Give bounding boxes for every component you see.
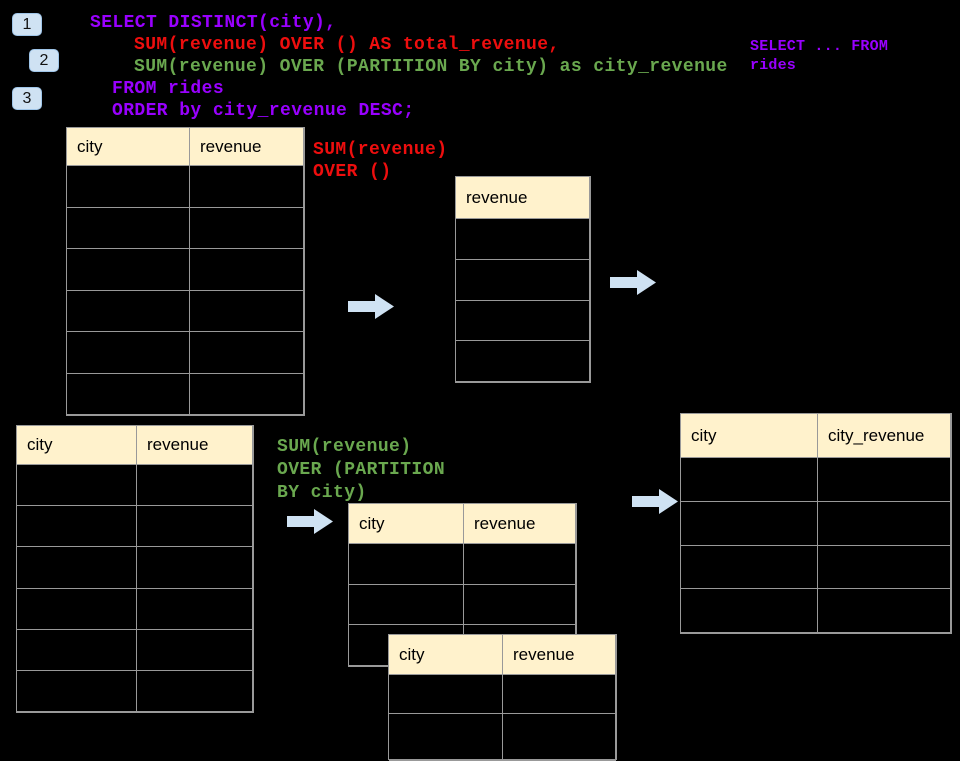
slide-canvas: { "badges": [ { "label": "1" }, { "label… (12, 13, 952, 761)
empty-cell (681, 545, 818, 590)
column-header-city: city (349, 504, 464, 544)
empty-cell (17, 506, 137, 548)
column-header-revenue: revenue (137, 426, 253, 465)
table-partition-step: city revenue (348, 503, 577, 667)
empty-cell (67, 373, 190, 415)
empty-cell (456, 259, 590, 301)
empty-cell (681, 501, 818, 546)
annotation-partition-line3: BY city) (277, 483, 367, 503)
empty-cell (818, 501, 951, 546)
empty-cell (818, 589, 951, 633)
empty-cell (349, 584, 464, 626)
empty-cell (67, 166, 190, 208)
empty-cell (137, 465, 253, 507)
code-line-select: SELECT DISTINCT(city), (90, 13, 337, 33)
code-line-total-revenue: SUM(revenue) OVER () AS total_revenue, (134, 35, 560, 55)
empty-cell (67, 332, 190, 374)
empty-cell (137, 629, 253, 671)
column-header-city: city (17, 426, 137, 465)
annotation-total-line2: OVER () (313, 162, 392, 182)
empty-cell (190, 166, 304, 208)
column-header-city: city (67, 128, 190, 166)
right-arrow-icon (287, 509, 333, 534)
annotation-partition-line2: OVER (PARTITION (277, 460, 446, 480)
empty-cell (137, 547, 253, 589)
side-note-select-from: SELECT ... FROM (750, 38, 889, 55)
empty-cell (67, 207, 190, 249)
empty-cell (137, 670, 253, 712)
empty-cell (137, 506, 253, 548)
column-header-revenue: revenue (464, 504, 576, 544)
empty-cell (818, 545, 951, 590)
empty-cell (818, 458, 951, 502)
annotation-partition-line1: SUM(revenue) (277, 437, 412, 457)
column-header-city-revenue: city_revenue (818, 414, 951, 458)
column-header-revenue: revenue (456, 177, 590, 219)
empty-cell (190, 332, 304, 374)
empty-cell (190, 373, 304, 415)
column-header-revenue: revenue (503, 635, 616, 675)
empty-cell (17, 670, 137, 712)
side-note-rides: rides (750, 57, 797, 74)
step-badge-3: 3 (12, 87, 42, 110)
column-header-revenue: revenue (190, 128, 304, 166)
empty-cell (17, 547, 137, 589)
empty-cell (464, 544, 576, 585)
column-header-city: city (389, 635, 503, 675)
empty-cell (349, 544, 464, 585)
right-arrow-icon (632, 489, 678, 514)
empty-cell (464, 584, 576, 626)
empty-cell (67, 290, 190, 332)
code-line-order-by: ORDER by city_revenue DESC; (112, 101, 415, 121)
empty-cell (17, 465, 137, 507)
empty-cell (681, 458, 818, 502)
step-badge-2: 2 (29, 49, 59, 72)
empty-cell (681, 589, 818, 633)
empty-cell (67, 249, 190, 291)
empty-cell (190, 249, 304, 291)
table-rides-source-top: city revenue (66, 127, 305, 416)
empty-cell (137, 588, 253, 630)
empty-cell (190, 207, 304, 249)
table-rides-source-bottom: city revenue (16, 425, 254, 713)
table-partition-step-overlap: city revenue (388, 634, 617, 761)
empty-cell (17, 629, 137, 671)
code-line-from: FROM rides (112, 79, 225, 99)
empty-cell (456, 219, 590, 260)
empty-cell (503, 714, 616, 761)
empty-cell (456, 341, 590, 382)
right-arrow-icon (610, 270, 656, 295)
empty-cell (389, 675, 503, 714)
code-line-city-revenue: SUM(revenue) OVER (PARTITION BY city) as… (134, 57, 728, 77)
empty-cell (456, 300, 590, 342)
table-city-revenue-result: city city_revenue (680, 413, 952, 634)
step-badge-1: 1 (12, 13, 42, 36)
table-total-revenue: revenue (455, 176, 591, 383)
empty-cell (389, 714, 503, 761)
annotation-total-line1: SUM(revenue) (313, 140, 448, 160)
empty-cell (503, 675, 616, 714)
column-header-city: city (681, 414, 818, 458)
empty-cell (190, 290, 304, 332)
empty-cell (17, 588, 137, 630)
right-arrow-icon (348, 294, 394, 319)
